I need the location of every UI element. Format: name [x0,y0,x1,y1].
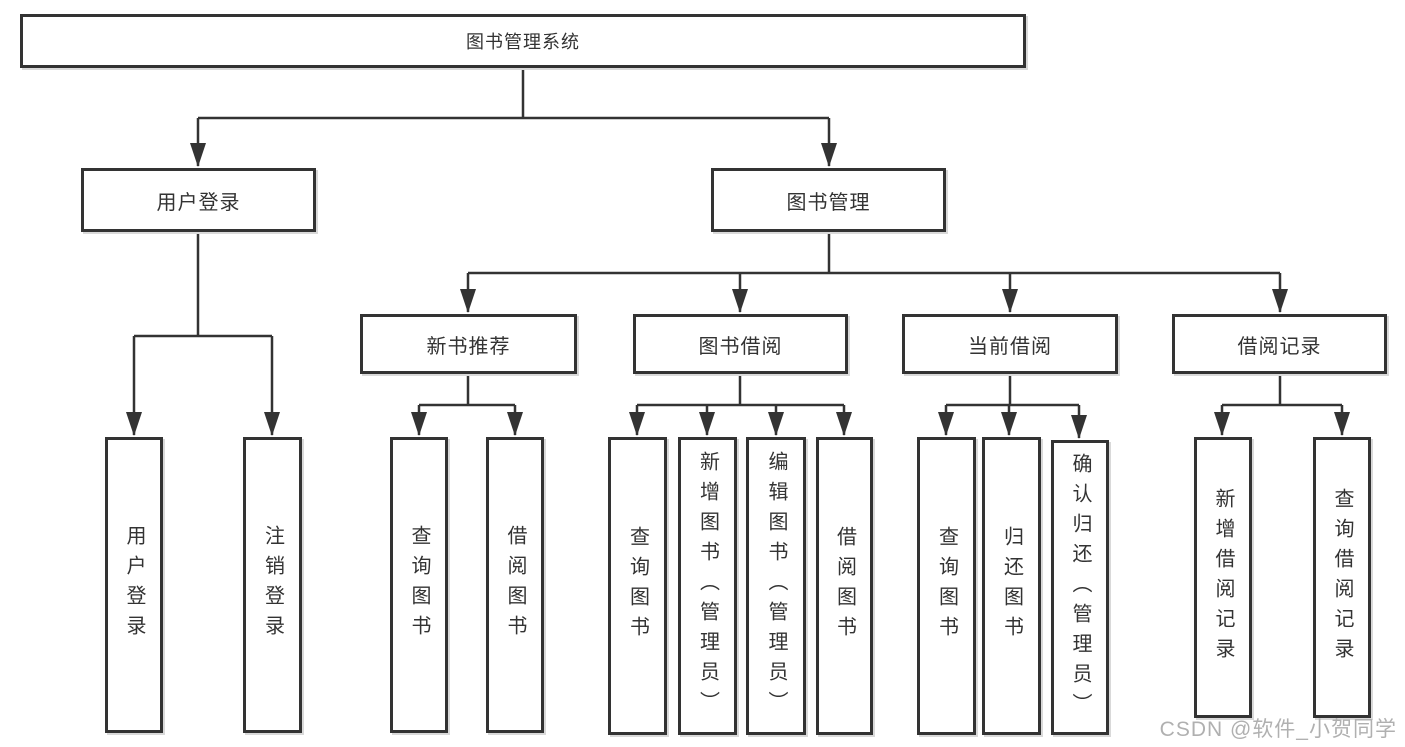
leaf-label: 查询借阅记录 [1331,487,1353,668]
node-current-borrowing: 当前借阅 [902,314,1118,374]
leaf-label: 查询图书 [408,525,430,645]
leaf-label: 归还图书 [1000,526,1023,646]
leaf-bb-add-books-admin: 新增图书（管理员） [678,437,737,735]
leaf-br-add-record: 新增借阅记录 [1194,437,1252,718]
leaf-label: 新增图书（管理员） [696,451,719,721]
node-book-management: 图书管理 [711,168,946,232]
leaf-br-query-record: 查询借阅记录 [1313,437,1371,718]
leaf-nbr-borrow-books: 借阅图书 [486,437,544,733]
leaf-label: 编辑图书（管理员） [765,451,787,721]
leaf-label: 确认归还（管理员） [1069,452,1091,723]
leaf-cb-confirm-return-admin: 确认归还（管理员） [1051,440,1109,735]
leaf-label: 新增借阅记录 [1212,487,1234,668]
node-user-login: 用户登录 [81,168,316,232]
leaf-label: 借阅图书 [504,525,526,645]
leaf-bb-borrow-books: 借阅图书 [816,437,873,735]
watermark: CSDN @软件_小贺同学 [1159,718,1397,741]
leaf-label: 查询图书 [626,526,649,646]
leaf-label: 查询图书 [935,526,958,646]
leaf-cb-return-books: 归还图书 [982,437,1041,735]
leaf-label: 用户登录 [123,525,145,645]
leaf-user-login: 用户登录 [105,437,163,733]
leaf-label: 借阅图书 [833,526,856,646]
leaf-logout: 注销登录 [243,437,302,733]
leaf-label: 注销登录 [261,525,284,645]
leaf-bb-edit-books-admin: 编辑图书（管理员） [746,437,806,735]
leaf-bb-query-books: 查询图书 [608,437,667,735]
leaf-cb-query-books: 查询图书 [917,437,976,735]
node-book-borrowing: 图书借阅 [633,314,848,374]
node-new-book-recommend: 新书推荐 [360,314,577,374]
leaf-nbr-query-books: 查询图书 [390,437,448,733]
node-borrowing-records: 借阅记录 [1172,314,1387,374]
node-library-system: 图书管理系统 [20,14,1026,68]
